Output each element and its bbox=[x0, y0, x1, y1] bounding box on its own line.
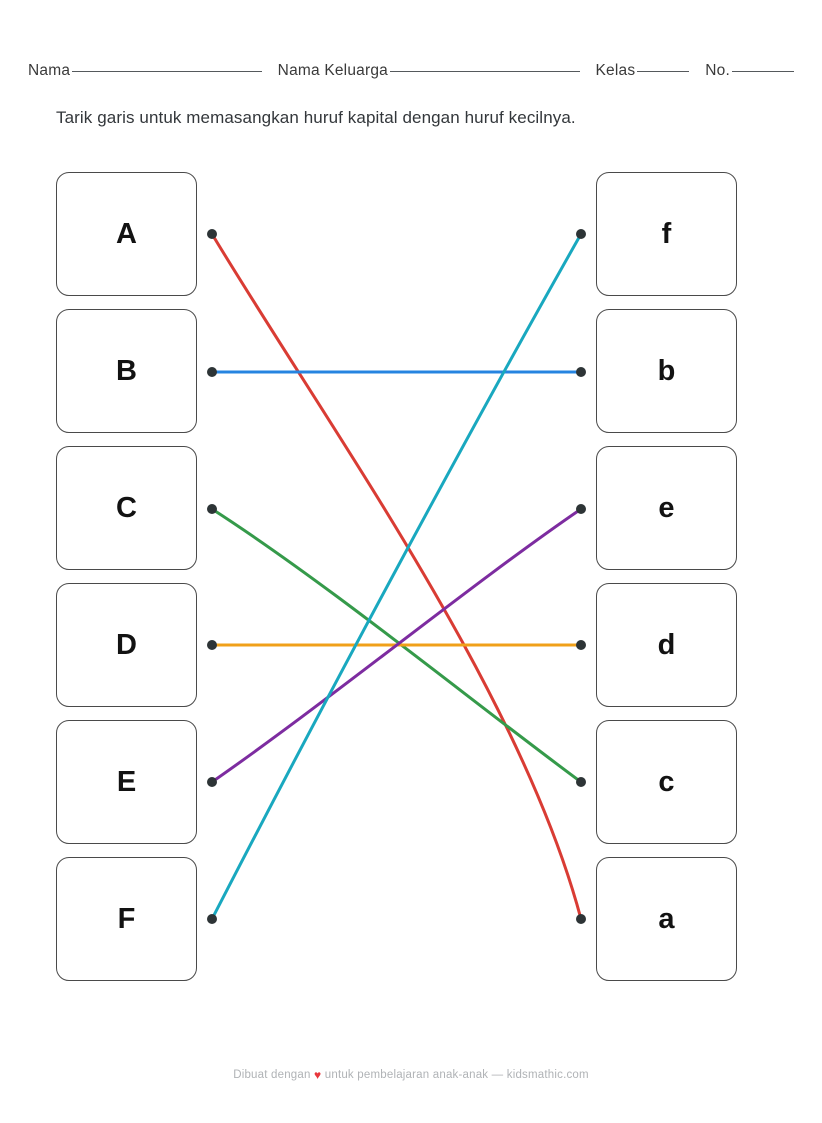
connector-dot-right-5[interactable] bbox=[576, 229, 586, 239]
right-card-5[interactable]: a bbox=[596, 857, 737, 981]
left-card-label-2: C bbox=[116, 491, 137, 524]
left-card-5[interactable]: F bbox=[56, 857, 197, 981]
connector-dot-right-0[interactable] bbox=[576, 914, 586, 924]
right-card-label-5: a bbox=[658, 902, 675, 935]
connector-dot-left-5[interactable] bbox=[207, 914, 217, 924]
connection-line-f-to-f[interactable] bbox=[210, 232, 583, 921]
connector-dot-right-1[interactable] bbox=[576, 367, 586, 377]
connection-line-c-to-c[interactable] bbox=[210, 507, 583, 784]
footer-suffix: untuk pembelajaran anak-anak — kidsmathi… bbox=[324, 1069, 589, 1081]
connection-line-e-to-e[interactable] bbox=[210, 507, 583, 784]
left-card-label-5: F bbox=[117, 902, 136, 935]
right-card-0[interactable]: f bbox=[596, 172, 737, 296]
number-input-line[interactable] bbox=[732, 71, 795, 72]
left-card-label-3: D bbox=[116, 628, 137, 661]
connector-dot-right-2[interactable] bbox=[576, 777, 586, 787]
right-card-label-2: e bbox=[658, 491, 675, 524]
connector-dot-right-4[interactable] bbox=[576, 504, 586, 514]
class-input-line[interactable] bbox=[637, 71, 690, 72]
right-card-label-1: b bbox=[657, 354, 676, 387]
number-label: No. bbox=[705, 62, 731, 79]
name-label: Nama bbox=[28, 62, 71, 79]
instruction-text: Tarik garis untuk memasangkan huruf kapi… bbox=[56, 108, 576, 127]
family-name-input-line[interactable] bbox=[389, 71, 580, 72]
connector-dot-left-2[interactable] bbox=[207, 504, 217, 514]
left-card-0[interactable]: A bbox=[56, 172, 197, 296]
footer-credit: Dibuat dengan ♥ untuk pembelajaran anak-… bbox=[0, 1068, 822, 1082]
worksheet-header: Nama Nama Keluarga Kelas No. bbox=[28, 62, 795, 80]
family-name-label: Nama Keluarga bbox=[277, 62, 388, 79]
footer-prefix: Dibuat dengan bbox=[233, 1069, 311, 1081]
left-card-label-0: A bbox=[116, 217, 137, 250]
right-card-1[interactable]: b bbox=[596, 309, 737, 433]
left-card-2[interactable]: C bbox=[56, 446, 197, 570]
connector-dot-left-4[interactable] bbox=[207, 777, 217, 787]
left-card-1[interactable]: B bbox=[56, 309, 197, 433]
right-card-3[interactable]: d bbox=[596, 583, 737, 707]
right-card-4[interactable]: c bbox=[596, 720, 737, 844]
left-card-label-4: E bbox=[116, 765, 137, 798]
connector-dot-left-3[interactable] bbox=[207, 640, 217, 650]
connector-dot-right-3[interactable] bbox=[576, 640, 586, 650]
right-card-label-4: c bbox=[658, 765, 675, 798]
connection-line-a-to-a[interactable] bbox=[210, 232, 583, 921]
right-card-label-0: f bbox=[661, 217, 672, 250]
right-card-label-3: d bbox=[657, 628, 676, 661]
right-card-2[interactable]: e bbox=[596, 446, 737, 570]
left-card-4[interactable]: E bbox=[56, 720, 197, 844]
name-input-line[interactable] bbox=[72, 71, 262, 72]
left-card-3[interactable]: D bbox=[56, 583, 197, 707]
class-label: Kelas bbox=[595, 62, 636, 79]
left-card-label-1: B bbox=[116, 354, 137, 387]
heart-icon: ♥ bbox=[314, 1068, 322, 1082]
connector-dot-left-1[interactable] bbox=[207, 367, 217, 377]
connector-dot-left-0[interactable] bbox=[207, 229, 217, 239]
